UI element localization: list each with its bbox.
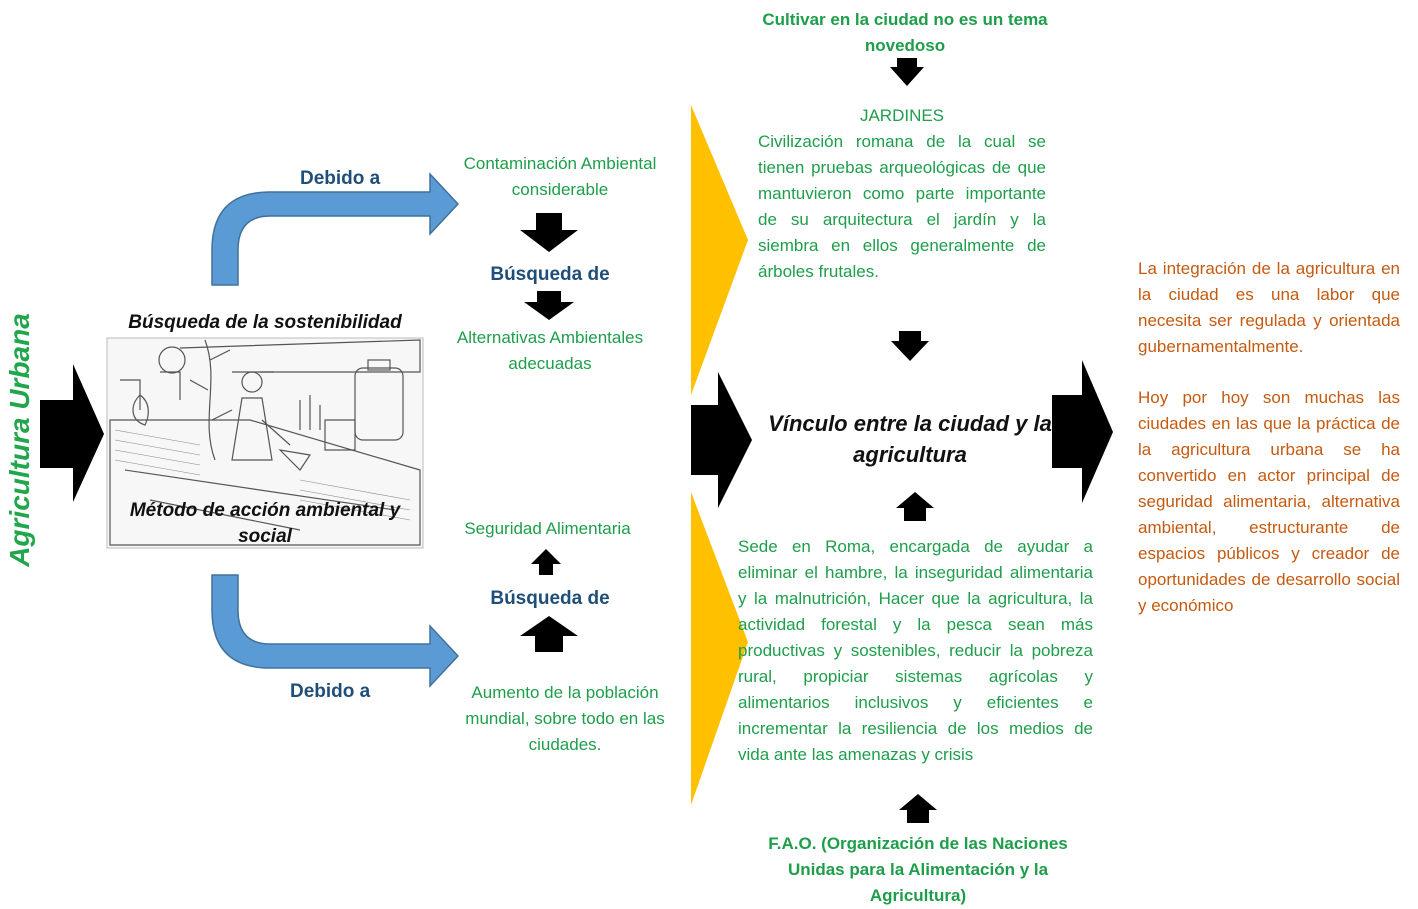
urban-garden-illustration (106, 337, 424, 549)
right-arrow-icon (1052, 360, 1113, 503)
down-arrow-icon (520, 213, 578, 252)
top-result-text: Alternativas Ambientales adecuadas (456, 328, 644, 373)
chevron-top-icon (691, 105, 748, 395)
jardines-text: Civilización romana de la cual se tienen… (758, 132, 1046, 281)
diagram-title: Agricultura Urbana (4, 313, 35, 567)
chevron-bottom-icon (691, 492, 748, 805)
bottom-search-label: Búsqueda de (490, 588, 610, 609)
bottom-cause-text: Aumento de la población mundial, sobre t… (465, 683, 665, 754)
fao-heading: F.A.O. (Organización de las Naciones Uni… (768, 834, 1068, 905)
right-paragraph-1: La integración de la agricultura en la c… (1138, 259, 1400, 356)
debido-arrow-top-icon (211, 172, 460, 286)
down-arrow-icon (890, 58, 924, 86)
bottom-result-text: Seguridad Alimentaria (464, 519, 631, 538)
top-heading: Cultivar en la ciudad no es un tema nove… (762, 10, 1048, 55)
method-label: Método de acción ambiental y social (129, 500, 401, 547)
up-arrow-icon (531, 549, 561, 575)
up-arrow-icon (520, 616, 578, 652)
fao-text: Sede en Roma, encargada de ayudar a elim… (738, 537, 1093, 764)
up-arrow-icon (899, 794, 937, 823)
down-arrow-icon (891, 331, 929, 361)
debido-label-top: Debido a (300, 168, 381, 189)
debido-label-bottom: Debido a (290, 681, 371, 702)
right-paragraph-2: Hoy por hoy son muchas las ciudades en l… (1138, 388, 1400, 615)
top-search-label: Búsqueda de (490, 264, 610, 285)
up-arrow-icon (896, 492, 934, 521)
down-arrow-icon (524, 291, 574, 320)
left-arrow-icon (40, 364, 104, 502)
jardines-title: JARDINES (859, 106, 945, 125)
core-concept: Vínculo entre la ciudad y la agricultura (768, 411, 1052, 467)
sustainability-label: Búsqueda de la sostenibilidad (128, 312, 402, 333)
center-arrow-icon (691, 372, 752, 508)
debido-arrow-bottom-icon (211, 574, 460, 688)
top-cause-text: Contaminación Ambiental considerable (463, 154, 657, 199)
